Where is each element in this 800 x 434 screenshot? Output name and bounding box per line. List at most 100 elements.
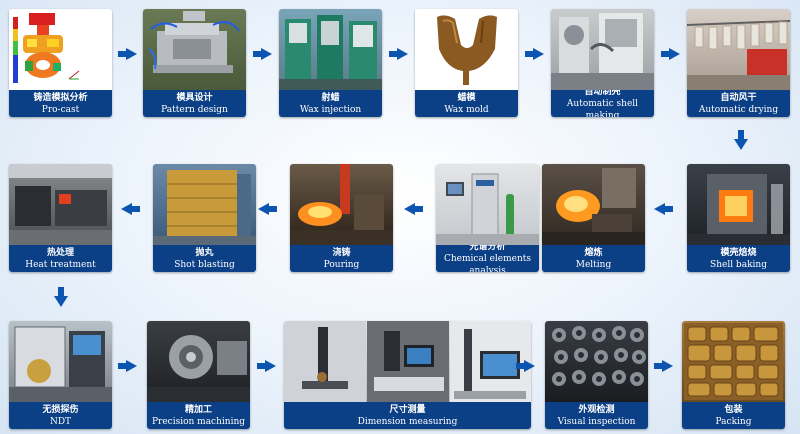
ndt-image xyxy=(9,321,112,402)
step-pattern-design: 模具设计 Pattern design xyxy=(143,9,246,117)
step-melting: 熔炼 Melting xyxy=(542,164,645,272)
pro-cast-image xyxy=(9,9,112,90)
arrow-down-icon xyxy=(54,287,68,307)
step-caption: 热处理 Heat treatment xyxy=(9,245,112,272)
step-dimension-measuring: 尺寸测量 Dimension measuring xyxy=(284,321,531,429)
step-caption: 包装 Packing xyxy=(682,402,785,429)
wax-mold-image xyxy=(415,9,518,90)
step-title-zh: 铸造模拟分析 xyxy=(33,92,88,103)
step-title-zh: 热处理 xyxy=(46,247,74,258)
step-title-en: Wax injection xyxy=(299,104,362,115)
step-title-zh: 光谱分析 xyxy=(469,241,506,252)
step-title-zh: 射蜡 xyxy=(321,92,340,103)
step-visual-inspection: 外观检测 Visual inspection xyxy=(545,321,648,429)
step-pro-cast: 铸造模拟分析 Pro-cast xyxy=(9,9,112,117)
step-caption: 模壳焙烧 Shell baking xyxy=(687,245,790,272)
step-wax-mold: 蜡模 Wax mold xyxy=(415,9,518,117)
step-title-zh: 包装 xyxy=(724,404,743,415)
arrow-right-icon xyxy=(118,48,137,60)
step-caption: 模具设计 Pattern design xyxy=(143,90,246,117)
step-title-zh: 外观检测 xyxy=(578,404,615,415)
pattern-design-image xyxy=(143,9,246,90)
step-title-en: Dimension measuring xyxy=(357,416,458,427)
melting-image xyxy=(542,164,645,245)
arrow-left-icon xyxy=(654,203,673,215)
shot-blasting-image xyxy=(153,164,256,245)
step-automatic-drying: 自动风干 Automatic drying xyxy=(687,9,790,117)
arrow-right-icon xyxy=(257,360,276,372)
step-title-en: Melting xyxy=(575,259,612,270)
step-title-zh: 无损探伤 xyxy=(42,404,79,415)
arrow-left-icon xyxy=(121,203,140,215)
step-title-en: Automatic shell making xyxy=(566,98,639,118)
step-caption: 无损探伤 NDT xyxy=(9,402,112,429)
step-title-en: Precision machining xyxy=(151,416,246,427)
spectrum-analysis-image xyxy=(436,164,539,245)
step-ndt: 无损探伤 NDT xyxy=(9,321,112,429)
step-title-en: Pouring xyxy=(323,259,360,270)
step-caption: 射蜡 Wax injection xyxy=(279,90,382,117)
step-packing: 包装 Packing xyxy=(682,321,785,429)
step-title-en: NDT xyxy=(49,416,72,427)
step-title-en: Shot blasting xyxy=(174,259,235,270)
step-caption: 光谱分析 Chemical elements analysis xyxy=(436,242,539,273)
arrow-right-icon xyxy=(654,360,673,372)
arrow-left-icon xyxy=(404,203,423,215)
step-caption: 尺寸测量 Dimension measuring xyxy=(284,402,531,429)
step-caption: 抛丸 Shot blasting xyxy=(153,245,256,272)
step-wax-injection: 射蜡 Wax injection xyxy=(279,9,382,117)
arrow-right-icon xyxy=(525,48,544,60)
step-caption: 蜡模 Wax mold xyxy=(415,90,518,117)
step-title-zh: 尺寸测量 xyxy=(389,404,426,415)
step-title-en: Heat treatment xyxy=(25,259,96,270)
arrow-right-icon xyxy=(661,48,680,60)
dimension-measuring-image xyxy=(284,321,531,402)
step-caption: 精加工 Precision machining xyxy=(147,402,250,429)
arrow-right-icon xyxy=(516,360,535,372)
step-caption: 浇铸 Pouring xyxy=(290,245,393,272)
pouring-image xyxy=(290,164,393,245)
step-chemical-elements-analysis: 光谱分析 Chemical elements analysis xyxy=(436,164,539,272)
step-title-zh: 浇铸 xyxy=(332,247,351,258)
arrow-down-icon xyxy=(734,130,748,150)
step-title-en: Automatic drying xyxy=(698,104,779,115)
step-title-zh: 自动风干 xyxy=(720,92,757,103)
step-title-zh: 熔炼 xyxy=(584,247,603,258)
step-title-en: Packing xyxy=(715,416,752,427)
step-title-en: Chemical elements analysis xyxy=(444,253,531,273)
arrow-right-icon xyxy=(389,48,408,60)
step-title-zh: 蜡模 xyxy=(457,92,476,103)
step-caption: 铸造模拟分析 Pro-cast xyxy=(9,90,112,117)
shell-making-image xyxy=(551,9,654,90)
step-shot-blasting: 抛丸 Shot blasting xyxy=(153,164,256,272)
step-title-zh: 模壳焙烧 xyxy=(720,247,757,258)
step-title-en: Shell baking xyxy=(710,259,767,270)
step-caption: 自动风干 Automatic drying xyxy=(687,90,790,117)
step-shell-baking: 模壳焙烧 Shell baking xyxy=(687,164,790,272)
step-title-en: Visual inspection xyxy=(557,416,636,427)
heat-treatment-image xyxy=(9,164,112,245)
arrow-left-icon xyxy=(258,203,277,215)
step-automatic-shell-making: 自动制壳 Automatic shell making xyxy=(551,9,654,117)
step-heat-treatment: 热处理 Heat treatment xyxy=(9,164,112,272)
step-pouring: 浇铸 Pouring xyxy=(290,164,393,272)
step-title-zh: 模具设计 xyxy=(176,92,213,103)
step-title-en: Pro-cast xyxy=(41,104,80,115)
drying-image xyxy=(687,9,790,90)
arrow-right-icon xyxy=(118,360,137,372)
step-caption: 自动制壳 Automatic shell making xyxy=(551,87,654,118)
step-title-en: Wax mold xyxy=(444,104,489,115)
machining-image xyxy=(147,321,250,402)
step-caption: 熔炼 Melting xyxy=(542,245,645,272)
step-precision-machining: 精加工 Precision machining xyxy=(147,321,250,429)
visual-inspection-image xyxy=(545,321,648,402)
step-title-zh: 精加工 xyxy=(184,404,212,415)
wax-injection-image xyxy=(279,9,382,90)
step-title-zh: 抛丸 xyxy=(195,247,214,258)
shell-baking-image xyxy=(687,164,790,245)
step-title-zh: 自动制壳 xyxy=(584,86,621,97)
arrow-right-icon xyxy=(253,48,272,60)
step-caption: 外观检测 Visual inspection xyxy=(545,402,648,429)
packing-image xyxy=(682,321,785,402)
